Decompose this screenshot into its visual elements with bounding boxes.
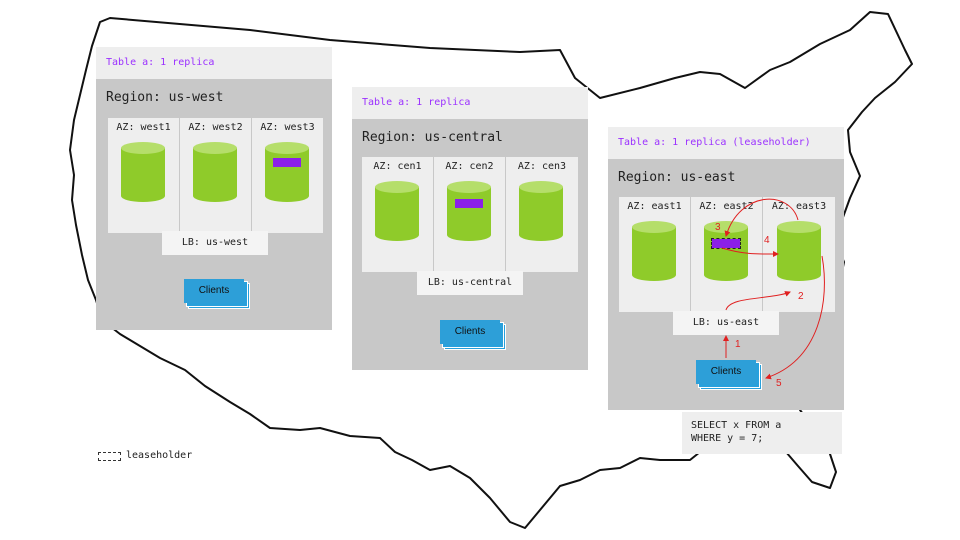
az-label: AZ: cen2	[445, 161, 494, 172]
node-cylinder	[632, 221, 676, 281]
az-container: AZ: west1 AZ: west2 AZ: west3	[108, 118, 323, 233]
leaseholder-legend-swatch	[98, 452, 121, 461]
sql-query: SELECT x FROM a WHERE y = 7;	[682, 412, 842, 454]
leaseholder-legend-label: leaseholder	[126, 450, 193, 461]
region-title: Region: us-east	[618, 170, 736, 185]
table-replica-header: Table a: 1 replica	[352, 87, 588, 119]
az-label: AZ: west3	[260, 122, 315, 133]
az-label: AZ: cen1	[373, 161, 422, 172]
node-cylinder	[519, 181, 563, 241]
az-cen2: AZ: cen2	[434, 157, 506, 272]
replica-marker	[273, 158, 301, 167]
sql-line-1: SELECT x FROM a	[691, 420, 782, 431]
sql-line-2: WHERE y = 7;	[691, 433, 764, 444]
az-west2: AZ: west2	[180, 118, 252, 233]
clients-label: Clients	[184, 279, 244, 303]
leaseholder-replica-marker	[711, 238, 741, 249]
az-cen3: AZ: cen3	[506, 157, 578, 272]
region-us-east: Table a: 1 replica (leaseholder) Region:…	[608, 127, 844, 410]
az-cen1: AZ: cen1	[362, 157, 434, 272]
az-label: AZ: west1	[116, 122, 171, 133]
node-cylinder	[375, 181, 419, 241]
region-us-west: Table a: 1 replica Region: us-west AZ: w…	[96, 47, 332, 330]
node-cylinder	[121, 142, 165, 202]
az-west3: AZ: west3	[252, 118, 323, 233]
load-balancer: LB: us-west	[162, 231, 268, 255]
az-east3: AZ: east3	[763, 197, 835, 312]
node-cylinder	[193, 142, 237, 202]
node-cylinder	[447, 181, 491, 241]
az-container: AZ: east1 AZ: east2 AZ: east3	[619, 197, 835, 312]
clients-label: Clients	[440, 320, 500, 344]
az-label: AZ: east3	[771, 201, 827, 212]
table-replica-header: Table a: 1 replica	[96, 47, 332, 79]
az-label: AZ: east2	[699, 201, 754, 212]
az-label: AZ: cen3	[517, 161, 567, 172]
az-east2: AZ: east2	[691, 197, 763, 312]
region-us-central: Table a: 1 replica Region: us-central AZ…	[352, 87, 588, 370]
node-cylinder	[777, 221, 821, 281]
az-east1: AZ: east1	[619, 197, 691, 312]
region-title: Region: us-central	[362, 130, 503, 145]
clients-stack[interactable]: Clients	[696, 360, 762, 390]
region-title: Region: us-west	[106, 90, 224, 105]
clients-stack[interactable]: Clients	[184, 279, 250, 309]
az-west1: AZ: west1	[108, 118, 180, 233]
az-label: AZ: east1	[627, 201, 682, 212]
replica-marker	[455, 199, 483, 208]
node-cylinder	[704, 221, 748, 281]
az-container: AZ: cen1 AZ: cen2 AZ: cen3	[362, 157, 578, 272]
load-balancer: LB: us-east	[673, 311, 779, 335]
node-cylinder	[265, 142, 309, 202]
load-balancer: LB: us-central	[417, 271, 523, 295]
table-replica-header: Table a: 1 replica (leaseholder)	[608, 127, 844, 159]
clients-label: Clients	[696, 360, 756, 384]
clients-stack[interactable]: Clients	[440, 320, 506, 350]
az-label: AZ: west2	[188, 122, 243, 133]
